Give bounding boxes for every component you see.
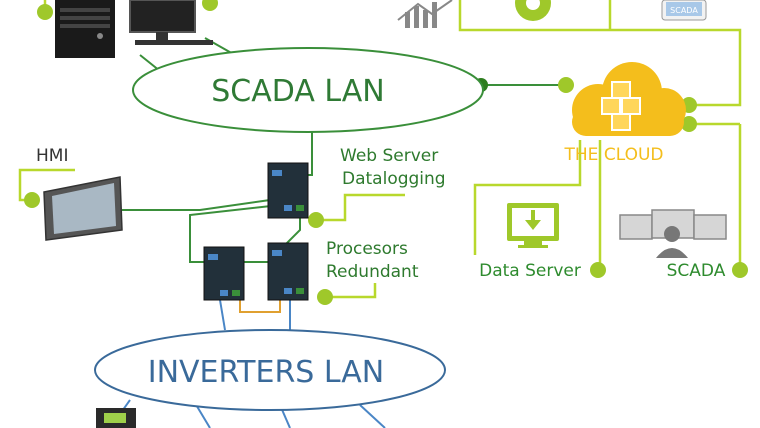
scada-lan-label: SCADA LAN [211,74,385,109]
plc-module-icon [267,242,309,301]
processors-label: Procesors [326,239,408,259]
desktop-computer-icon [55,0,213,58]
connection-dots [24,0,748,305]
inverter-device-icon [96,408,136,428]
touch-panel-icon [43,176,123,241]
bar-chart-icon [397,0,453,28]
mobile-app-label: SCADA [670,6,698,15]
smartphone-icon: SCADA [661,0,707,21]
multi-monitor-operator-icon: SCADA [619,209,727,281]
hmi-label: HMI [36,146,68,166]
inverters-lan: INVERTERS LAN [94,299,446,428]
web-server-label: Web Server [340,146,438,166]
inverters-lan-label: INVERTERS LAN [148,355,385,390]
datalogging-label: Datalogging [342,169,446,189]
cloud-links [18,0,742,299]
cloud-label: THE CLOUD [564,145,664,165]
download-monitor-icon: Data Server [479,203,581,281]
data-server-label: Data Server [479,261,581,281]
scada-lan: SCADA LAN [132,47,484,133]
gear-icon [515,0,551,21]
redundant-label: Redundant [326,262,419,282]
plc-module-icon [203,246,245,301]
scada-label: SCADA [667,261,726,281]
cloud-icon: THE CLOUD [564,62,686,165]
plc-module-icon [267,162,309,219]
